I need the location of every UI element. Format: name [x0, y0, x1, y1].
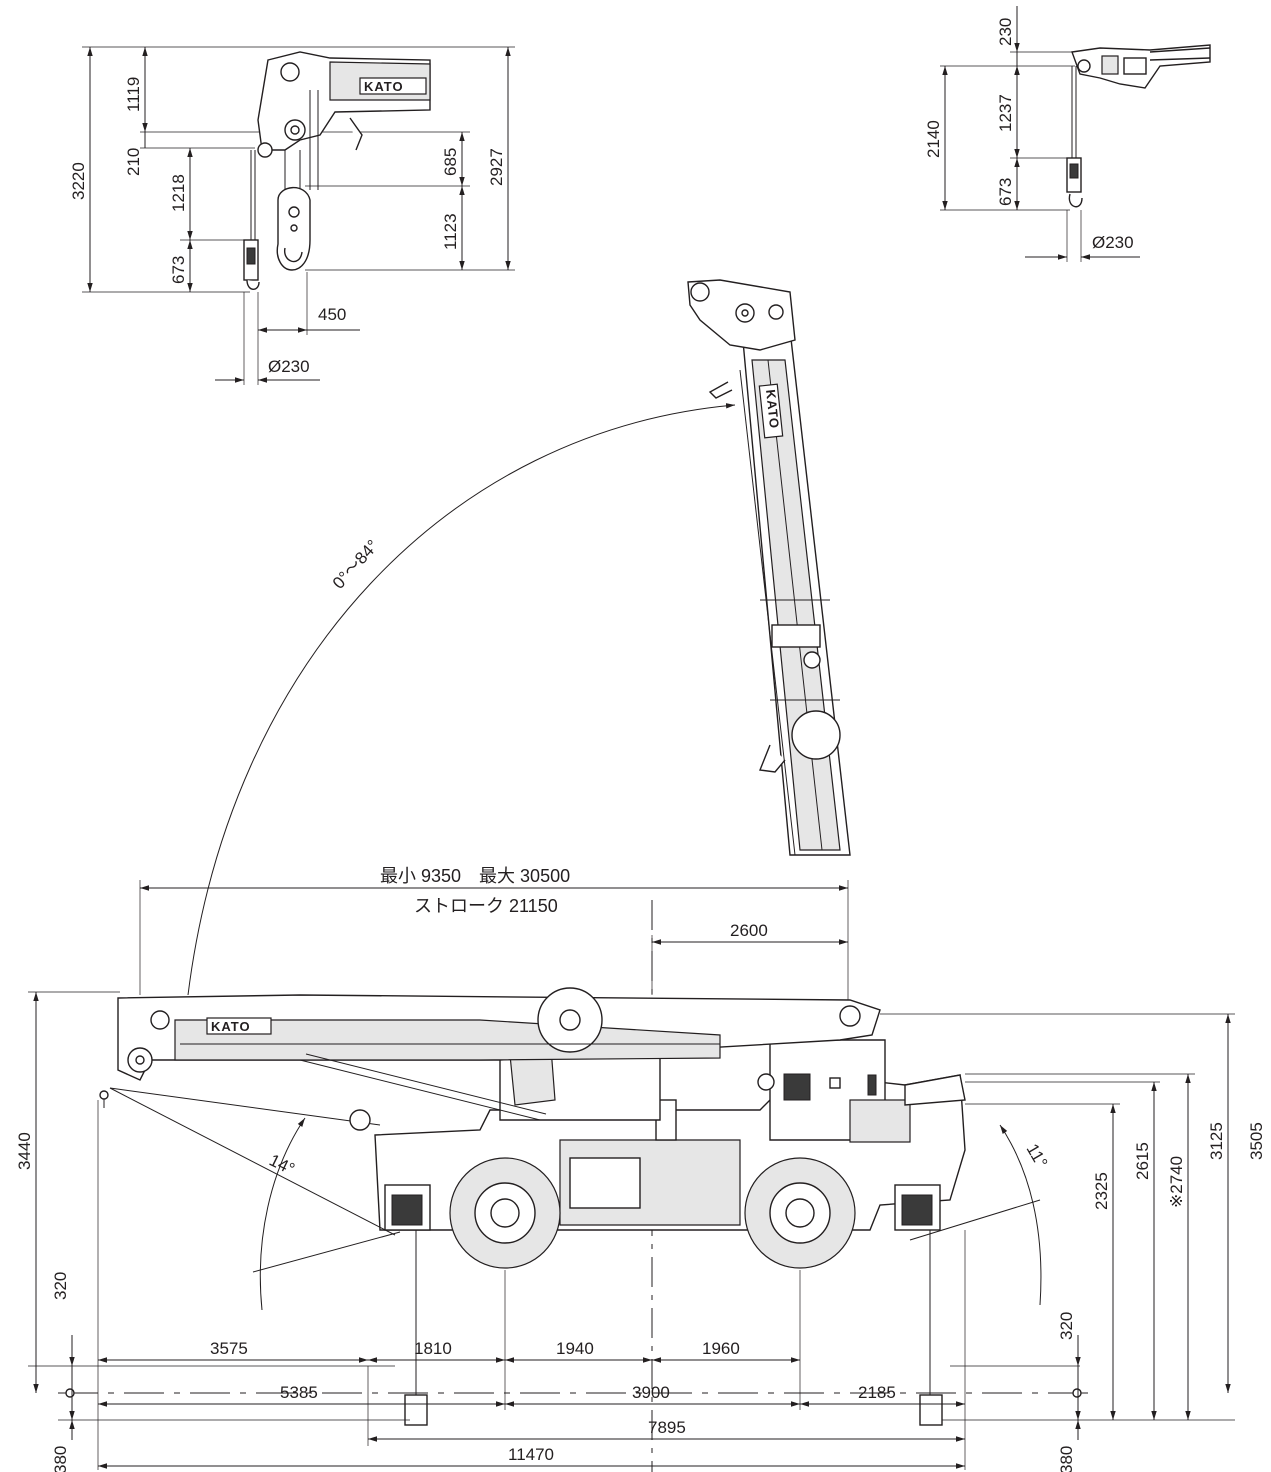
dim-673-right: 673 — [996, 178, 1015, 206]
dim-320-left: 320 — [51, 1272, 70, 1300]
dim-7895: 7895 — [648, 1418, 686, 1437]
dim-1237: 1237 — [996, 94, 1015, 132]
dim-5385: 5385 — [280, 1383, 318, 1402]
dim-210: 210 — [124, 148, 143, 176]
dim-450: 450 — [318, 305, 346, 324]
dim-2185: 2185 — [858, 1383, 896, 1402]
boom-head-detail-left: KATO — [82, 46, 515, 385]
dim-2325: 2325 — [1092, 1172, 1111, 1210]
dim-685: 685 — [441, 148, 460, 176]
boom-angle-label: 0°～84° — [329, 536, 383, 593]
brand-logo-text-raised: KATO — [763, 389, 782, 430]
crane-side-view: KATO — [58, 900, 1095, 1472]
dim-2600: 2600 — [730, 921, 768, 940]
boom-stroke-label: ストローク 21150 — [414, 896, 558, 916]
dim-2615: 2615 — [1133, 1142, 1152, 1180]
dim-3440: 3440 — [15, 1132, 34, 1170]
brand-logo-text-side: KATO — [211, 1019, 251, 1034]
dim-380-left: 380 — [51, 1446, 70, 1472]
dim-1960: 1960 — [702, 1339, 740, 1358]
dim-2740: ※2740 — [1167, 1156, 1186, 1208]
dim-dia230-right: Ø230 — [1092, 233, 1134, 252]
brand-logo-text: KATO — [364, 79, 404, 94]
dim-320-right: 320 — [1057, 1312, 1076, 1340]
dim-3505: 3505 — [1247, 1122, 1266, 1160]
dim-1123: 1123 — [441, 213, 460, 250]
dim-3900: 3900 — [632, 1383, 670, 1402]
boom-length-label: 最小 9350 最大 30500 — [380, 866, 570, 886]
jib-head-detail-right — [940, 6, 1211, 262]
dim-2140: 2140 — [924, 120, 943, 158]
dim-230-top: 230 — [996, 18, 1015, 46]
dim-1119: 1119 — [124, 77, 143, 112]
dim-dia230-left: Ø230 — [268, 357, 310, 376]
dim-3125: 3125 — [1207, 1122, 1226, 1160]
dim-11470: 11470 — [508, 1445, 554, 1464]
dim-1218: 1218 — [169, 174, 188, 212]
dim-2927: 2927 — [487, 148, 506, 186]
angle-14-label: 14° — [266, 1151, 297, 1179]
dim-3575: 3575 — [210, 1339, 248, 1358]
dim-3220: 3220 — [69, 162, 88, 200]
boom-raised-84deg: KATO — [687, 279, 851, 856]
dim-1810: 1810 — [414, 1339, 452, 1358]
dim-380-right: 380 — [1057, 1446, 1076, 1472]
dim-1940: 1940 — [556, 1339, 594, 1358]
dim-673-left: 673 — [169, 256, 188, 284]
angle-11-label: 11° — [1023, 1141, 1052, 1172]
